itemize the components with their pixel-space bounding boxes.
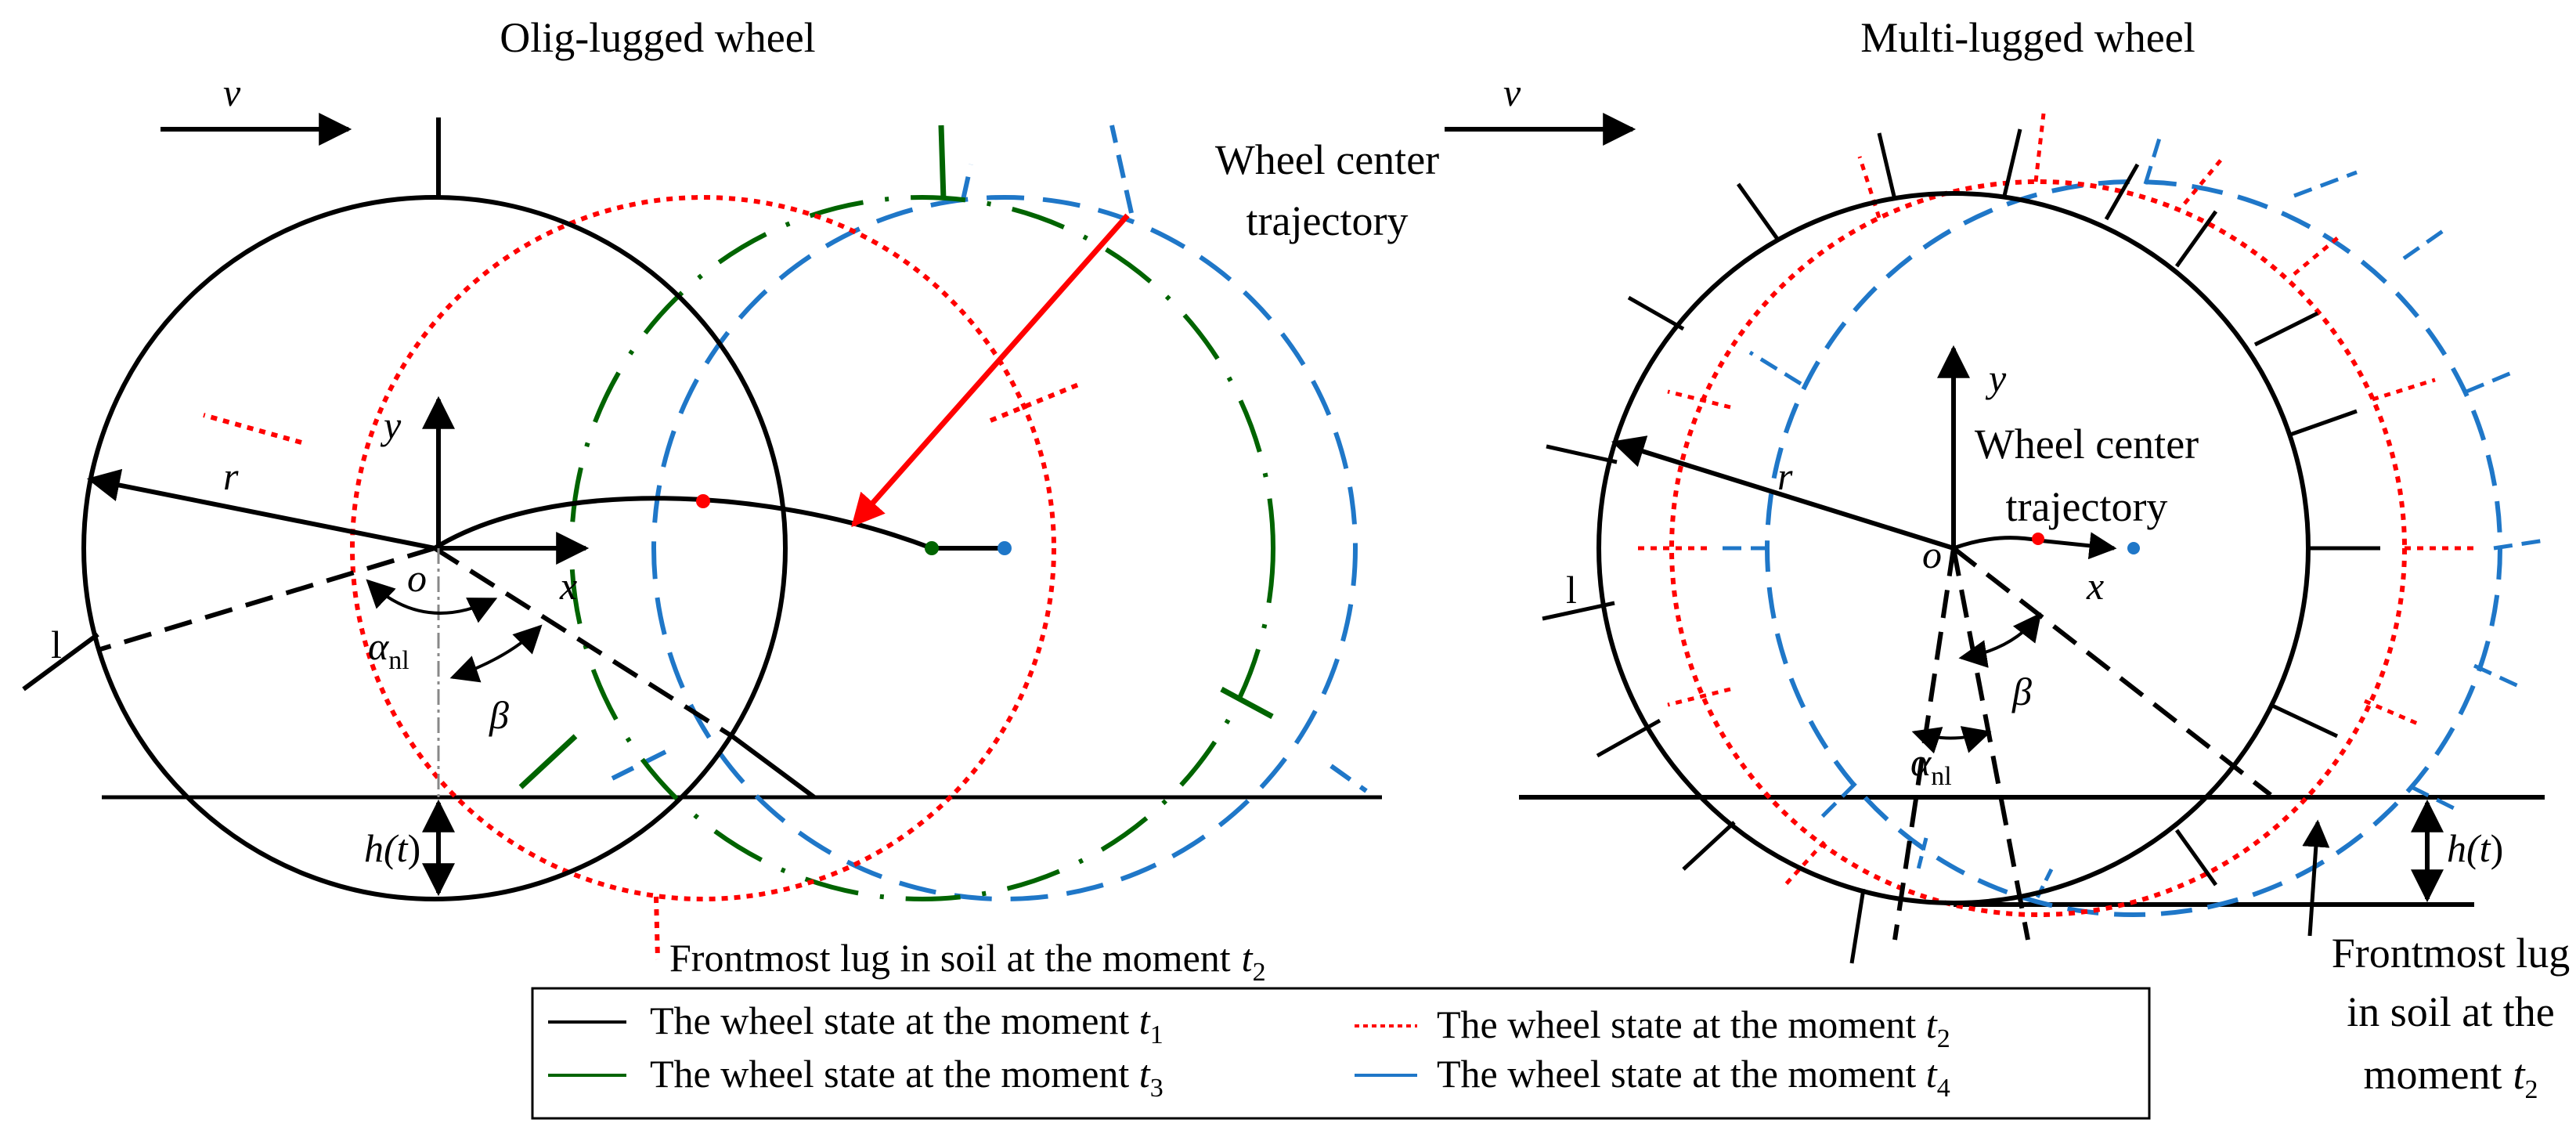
- svg-text:The wheel state at the moment: The wheel state at the moment t1: [650, 999, 1164, 1049]
- right-beta-arc: [1958, 612, 2042, 668]
- right-panel: Multi-lugged wheel v: [1445, 14, 2570, 1104]
- right-trajectory-label-line1: Wheel center: [1975, 421, 2199, 468]
- legend-item-t1: The wheel state at the moment t1: [548, 999, 1164, 1049]
- left-wheel-t4: [601, 125, 1368, 901]
- right-h-label: h(t): [2447, 826, 2503, 870]
- left-x-label: x: [559, 564, 577, 608]
- left-radius-arrow: [86, 468, 435, 551]
- right-dashed-line-beta: [1952, 546, 2272, 797]
- right-alpha-label: αnl: [1910, 740, 1952, 791]
- legend-item-t3: The wheel state at the moment t3: [548, 1052, 1164, 1103]
- legend-item-t2: The wheel state at the moment t2: [1355, 1002, 1950, 1053]
- legend-item-t4: The wheel state at the moment t4: [1355, 1052, 1950, 1103]
- left-center-t3-dot: [925, 541, 939, 555]
- right-y-label: y: [1985, 356, 2007, 400]
- right-frontmost-line2: in soil at the: [2347, 988, 2554, 1035]
- right-radius-label: r: [1777, 454, 1793, 498]
- legend-box: [531, 987, 2151, 1120]
- right-x-label: x: [2086, 564, 2104, 608]
- right-frontmost-pointer: [2302, 819, 2330, 937]
- right-l-label: l: [1566, 568, 1577, 612]
- svg-text:The wheel state at the moment: The wheel state at the moment t2: [1437, 1002, 1950, 1053]
- left-alpha-label: αnl: [368, 624, 409, 675]
- right-wheel-t2: [1636, 113, 2474, 917]
- left-panel: Olig-lugged wheel v: [22, 14, 1439, 987]
- left-dashed-line-l: [97, 546, 435, 652]
- left-y-label: y: [380, 403, 402, 447]
- left-velocity-label: v: [223, 70, 241, 114]
- right-center-t2-dot: [2032, 533, 2044, 545]
- right-wheel-t4: [1715, 132, 2545, 917]
- left-alpha-arc: [366, 579, 498, 623]
- left-wheel-t3: [518, 125, 1275, 901]
- left-beta-label: β: [489, 693, 509, 737]
- left-l-label: l: [51, 623, 62, 666]
- right-frontmost-line1: Frontmost lug: [2332, 930, 2571, 977]
- left-wheel-t1: [22, 117, 816, 901]
- left-trajectory-pointer: [851, 213, 1130, 528]
- left-trajectory-label-line2: trajectory: [1247, 197, 1409, 244]
- right-dashed-line-2: [1951, 547, 2030, 941]
- left-radius-label: r: [223, 454, 239, 498]
- right-trajectory-label-line2: trajectory: [2006, 483, 2168, 530]
- left-origin-label: o: [407, 556, 427, 600]
- left-h-label: h(t): [364, 826, 420, 870]
- left-wheel-t2: [203, 195, 1082, 960]
- right-velocity-label: v: [1503, 70, 1521, 114]
- right-wheel-t1: [1542, 128, 2380, 964]
- right-title: Multi-lugged wheel: [1860, 14, 2195, 61]
- legend: The wheel state at the moment t1 The whe…: [531, 987, 2151, 1120]
- left-title: Olig-lugged wheel: [500, 14, 815, 61]
- left-center-t2-dot: [696, 494, 710, 508]
- right-beta-label: β: [2011, 670, 2032, 713]
- left-beta-arc: [449, 624, 543, 683]
- left-dashed-line-beta: [433, 546, 734, 739]
- right-dashed-line-1: [1892, 547, 1956, 941]
- right-radius-arrow: [1611, 435, 1954, 551]
- svg-text:The wheel state at the moment: The wheel state at the moment t4: [1437, 1052, 1950, 1103]
- right-alpha-arc: [1911, 726, 1992, 754]
- svg-text:The wheel state at the moment: The wheel state at the moment t3: [650, 1052, 1164, 1103]
- right-center-t4-dot: [2127, 542, 2140, 554]
- left-trajectory-label-line1: Wheel center: [1215, 136, 1439, 183]
- left-center-t4-dot: [998, 541, 1012, 555]
